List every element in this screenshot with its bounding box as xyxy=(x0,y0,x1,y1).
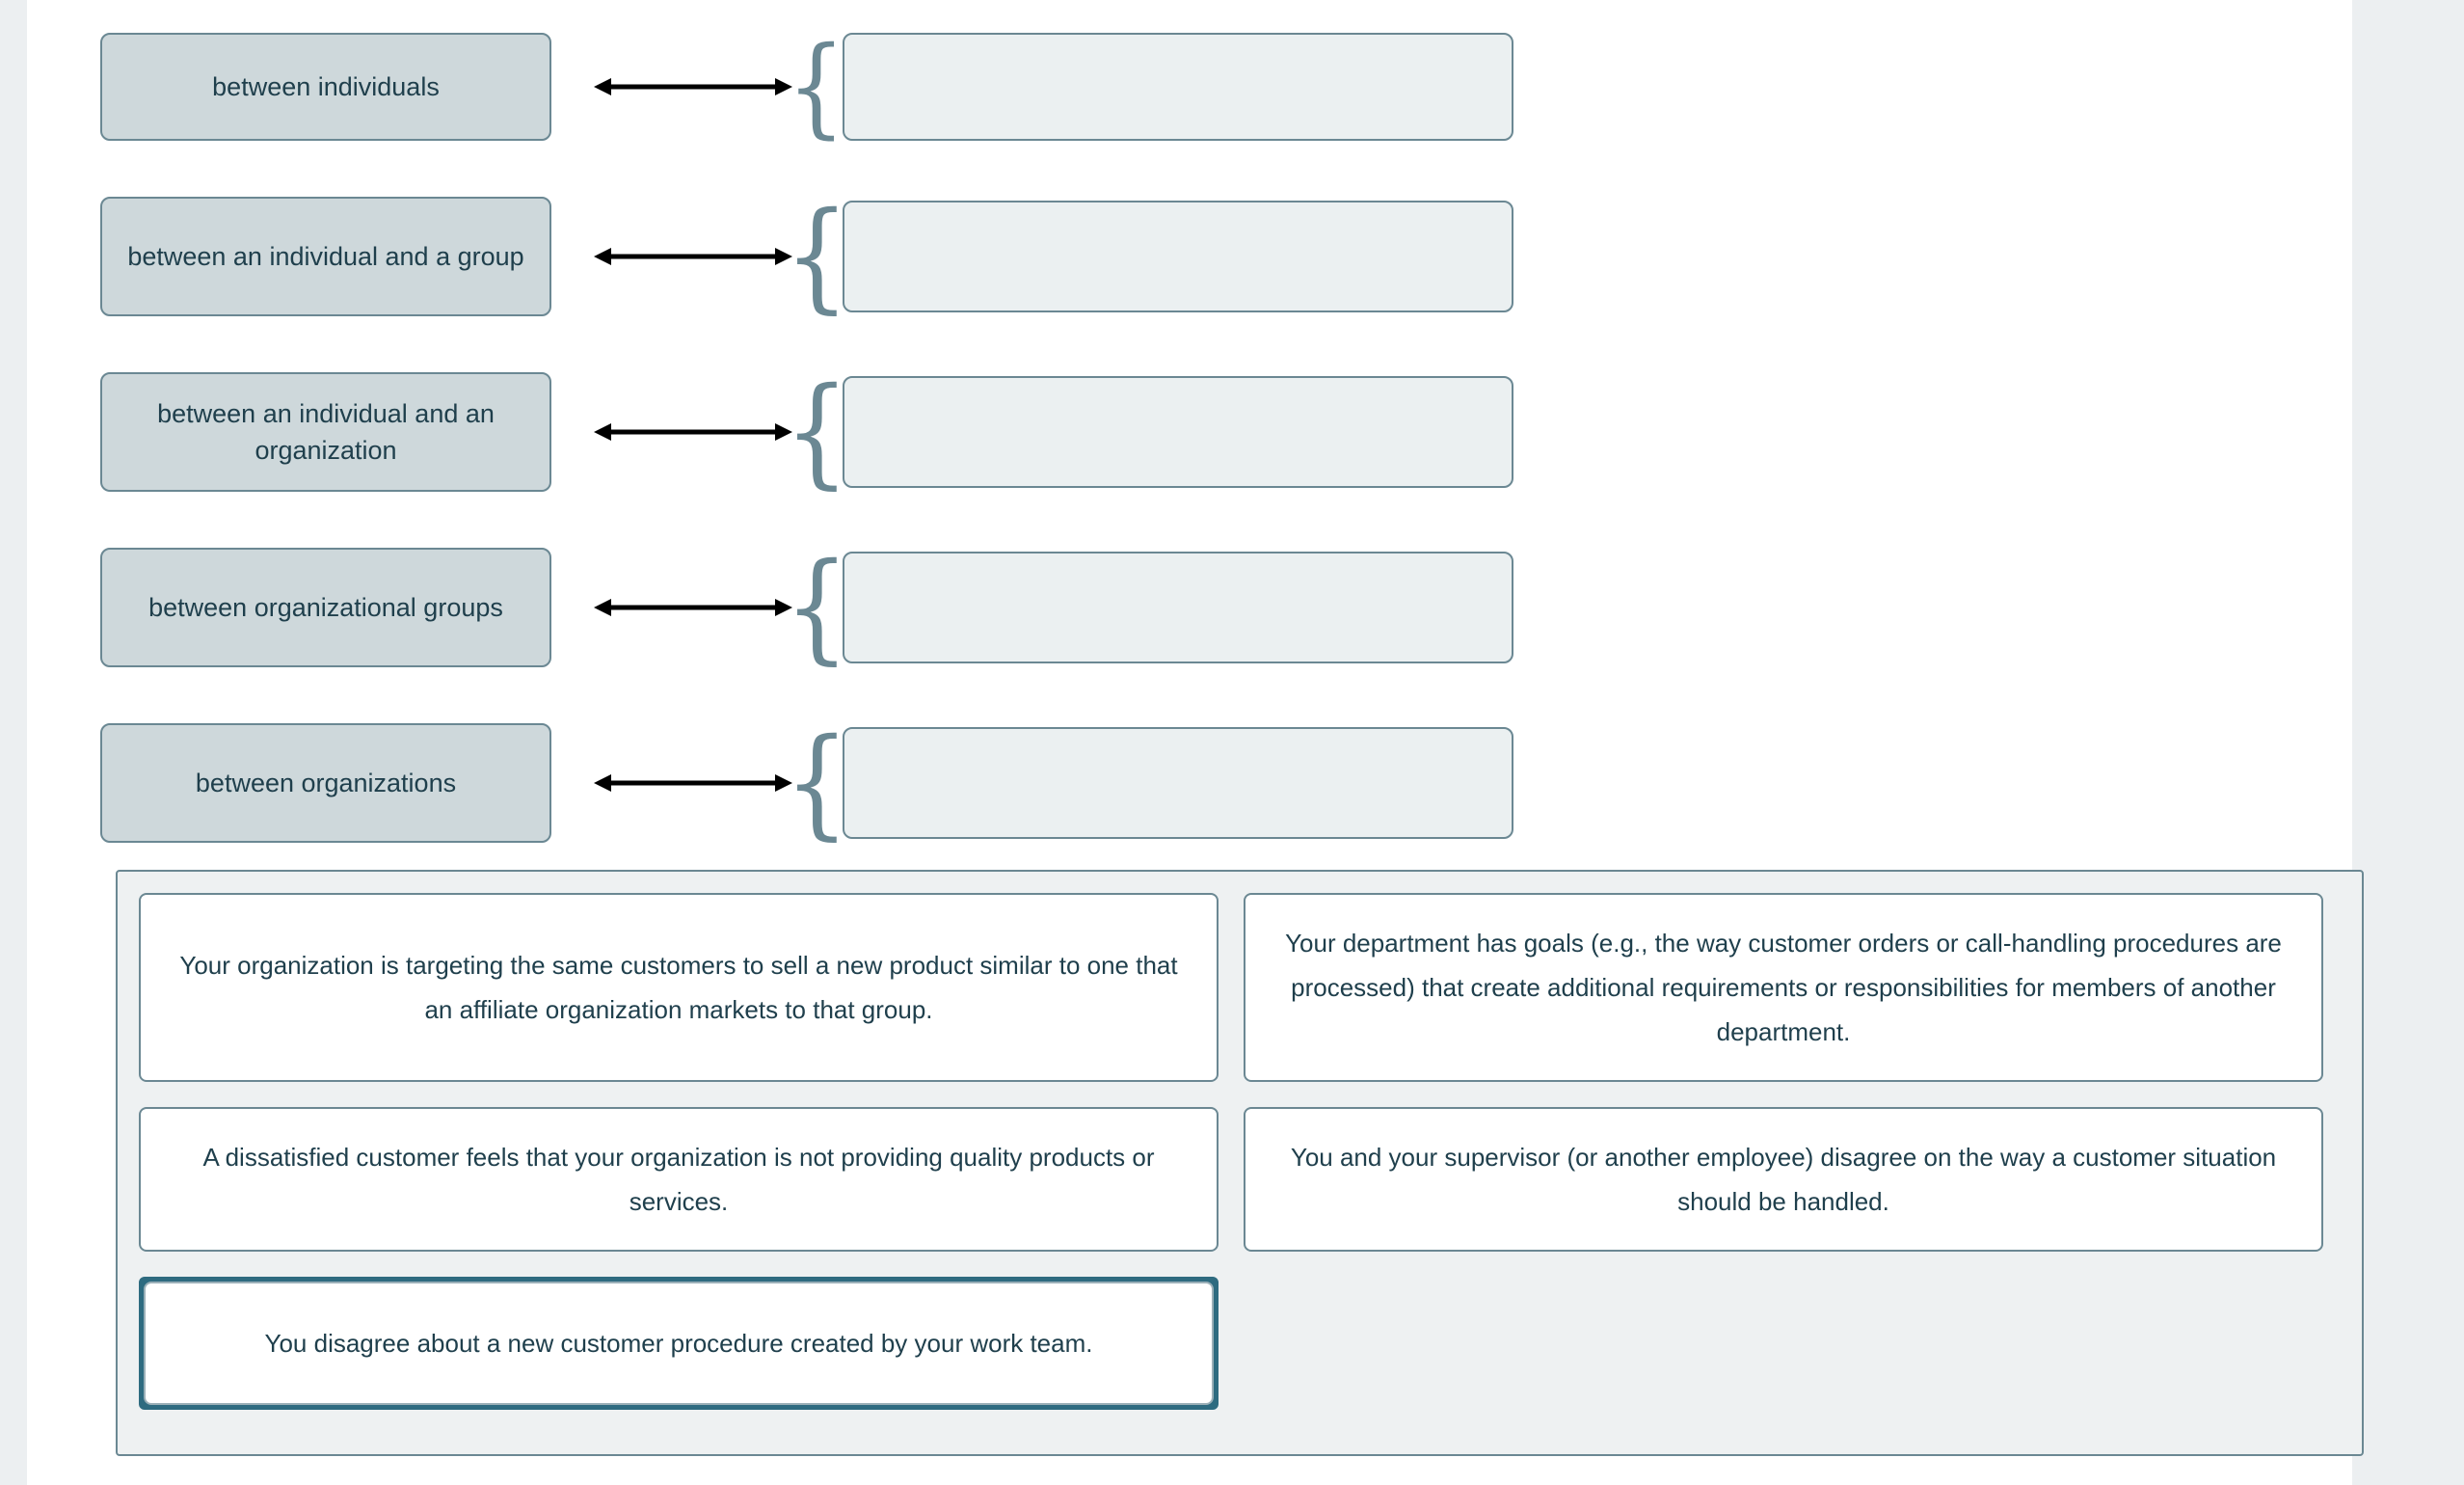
brace-icon-2: { xyxy=(784,363,849,501)
answer-card-2[interactable]: A dissatisfied customer feels that your … xyxy=(139,1107,1219,1252)
double-headed-arrow-icon xyxy=(594,419,792,445)
answer-card-3[interactable]: You and your supervisor (or another empl… xyxy=(1244,1107,2323,1252)
double-headed-arrow-icon xyxy=(594,595,792,620)
answer-bank-grid: Your organization is targeting the same … xyxy=(139,893,2341,1433)
dropzone-2[interactable] xyxy=(843,376,1513,488)
match-row: between an individual and an organizatio… xyxy=(27,372,2352,492)
dropzone-0[interactable] xyxy=(843,33,1513,141)
term-chip-2[interactable]: between an individual and an organizatio… xyxy=(100,372,551,492)
match-row: between organizational groups { xyxy=(27,548,2352,667)
dropzone-3[interactable] xyxy=(843,552,1513,663)
match-row: between an individual and a group { xyxy=(27,197,2352,316)
dropzone-4[interactable] xyxy=(843,727,1513,839)
dropzone-1[interactable] xyxy=(843,201,1513,312)
term-chip-1[interactable]: between an individual and a group xyxy=(100,197,551,316)
answer-card-0[interactable]: Your organization is targeting the same … xyxy=(139,893,1219,1082)
term-chip-4[interactable]: between organizations xyxy=(100,723,551,843)
double-headed-arrow-icon xyxy=(594,74,792,99)
brace-icon-3: { xyxy=(784,538,849,677)
answer-card-1[interactable]: Your department has goals (e.g., the way… xyxy=(1244,893,2323,1082)
term-chip-3[interactable]: between organizational groups xyxy=(100,548,551,667)
answer-bank: Your organization is targeting the same … xyxy=(116,870,2364,1456)
match-row: between individuals { xyxy=(27,33,2352,141)
term-chip-0[interactable]: between individuals xyxy=(100,33,551,141)
double-headed-arrow-icon xyxy=(594,770,792,796)
match-row: between organizations { xyxy=(27,723,2352,843)
double-headed-arrow-icon xyxy=(594,244,792,269)
answer-card-4[interactable]: You disagree about a new customer proced… xyxy=(139,1277,1219,1410)
brace-icon-1: { xyxy=(784,187,849,326)
brace-icon-0: { xyxy=(787,24,846,149)
answer-card-4-inner: You disagree about a new customer proced… xyxy=(144,1282,1214,1405)
content-surface: between individuals { between an individ… xyxy=(27,0,2364,1485)
brace-icon-4: { xyxy=(784,714,849,852)
